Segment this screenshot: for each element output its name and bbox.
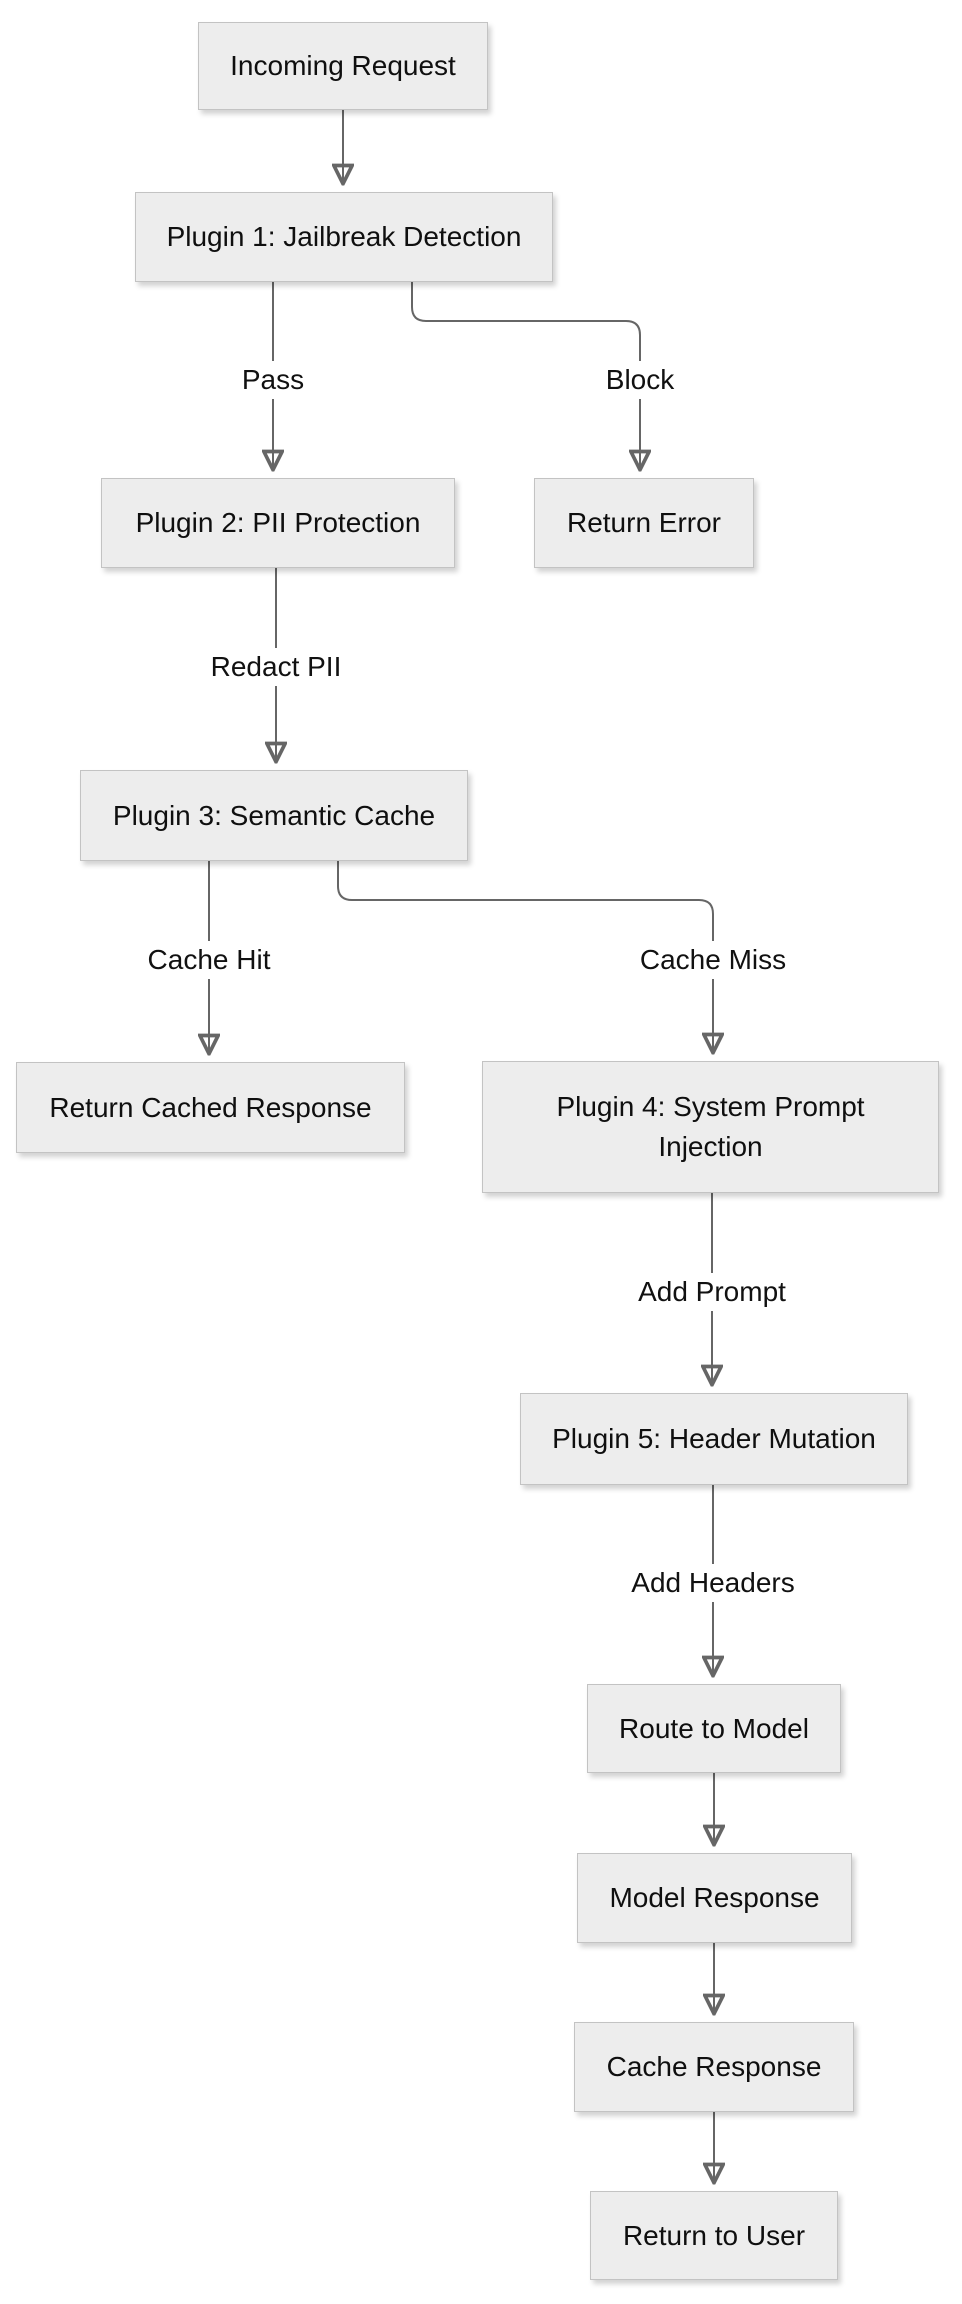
- node-plugin2-pii-protection: Plugin 2: PII Protection: [101, 478, 455, 568]
- node-plugin5-header-mutation: Plugin 5: Header Mutation: [520, 1393, 908, 1485]
- node-return-error-label: Return Error: [566, 507, 722, 538]
- node-incoming-request: Incoming Request: [198, 22, 488, 110]
- node-return-to-user: Return to User: [590, 2191, 838, 2280]
- node-return-to-user-label: Return to User: [622, 2219, 806, 2251]
- node-plugin3-semantic-cache: Plugin 3: Semantic Cache: [80, 770, 468, 861]
- node-route-to-model-label: Route to Model: [619, 1712, 809, 1744]
- edge-plugin1-block: [411, 282, 640, 468]
- node-model-response: Model Response: [577, 1853, 852, 1943]
- edge-label-add-prompt: Add Prompt: [630, 1273, 794, 1311]
- node-plugin1-label: Plugin 1: Jailbreak Detection: [166, 221, 522, 252]
- edge-label-redact-pii: Redact PII: [202, 648, 350, 686]
- node-plugin3-label: Plugin 3: Semantic Cache: [112, 799, 436, 831]
- node-plugin5-label: Plugin 5: Header Mutation: [552, 1423, 876, 1454]
- node-return-cached-response-label: Return Cached Response: [49, 1091, 372, 1123]
- node-cache-response: Cache Response: [574, 2022, 854, 2112]
- node-plugin1-jailbreak-detection: Plugin 1: Jailbreak Detection: [135, 192, 553, 282]
- edge-label-add-headers: Add Headers: [623, 1564, 803, 1602]
- node-route-to-model: Route to Model: [587, 1684, 841, 1773]
- edge-label-cache-hit: Cache Hit: [139, 941, 279, 979]
- node-plugin2-label: Plugin 2: PII Protection: [135, 507, 421, 538]
- edge-label-pass: Pass: [233, 361, 313, 399]
- node-return-error: Return Error: [534, 478, 754, 568]
- node-incoming-request-label: Incoming Request: [230, 50, 456, 81]
- node-return-cached-response: Return Cached Response: [16, 1062, 405, 1153]
- edge-plugin3-cache-miss: [337, 861, 713, 1051]
- edge-label-block: Block: [597, 361, 683, 399]
- node-cache-response-label: Cache Response: [606, 2051, 822, 2082]
- edge-label-cache-miss: Cache Miss: [631, 941, 795, 979]
- node-model-response-label: Model Response: [609, 1882, 820, 1913]
- node-plugin4-system-prompt-injection: Plugin 4: System Prompt Injection: [482, 1061, 939, 1193]
- node-plugin4-label: Plugin 4: System Prompt Injection: [556, 1091, 865, 1162]
